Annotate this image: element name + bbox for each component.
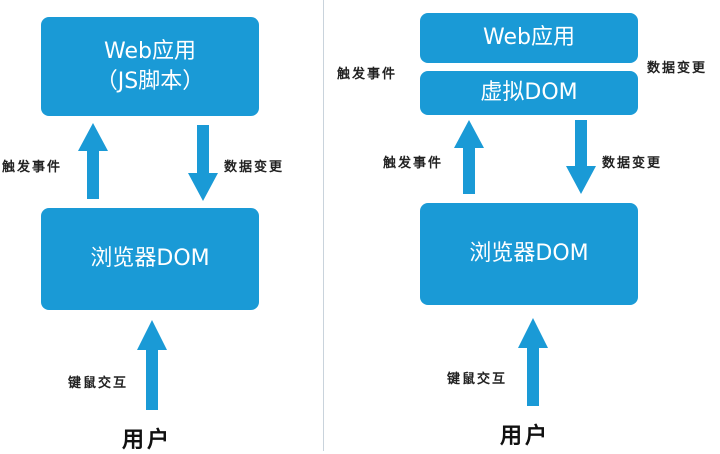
right-browser-dom-box: 浏览器DOM [420, 203, 638, 305]
left-trigger-event-arrow [78, 123, 108, 199]
right-trigger-event-label: 触发事件 [383, 156, 444, 171]
right-virtual-dom-label: 虚拟DOM [480, 80, 578, 105]
left-data-change-arrow [188, 125, 218, 201]
right-trigger-event-arrow [454, 120, 484, 194]
right-web-app-label: Web应用 [483, 25, 575, 50]
right-browser-dom-label: 浏览器DOM [469, 241, 589, 266]
panel-divider [323, 0, 324, 451]
left-browser-dom-label: 浏览器DOM [90, 246, 210, 271]
left-user-arrow [137, 320, 167, 410]
right-web-app-box: Web应用 [420, 13, 638, 63]
right-virtual-dom-box: 虚拟DOM [420, 71, 638, 115]
right-mouse-keyboard-label: 键鼠交互 [447, 372, 508, 387]
right-data-change-arrow [566, 120, 596, 194]
right-user-label: 用户 [500, 423, 551, 449]
right-trigger-event-top-label: 触发事件 [337, 67, 398, 82]
left-web-app-title: Web应用 [104, 38, 196, 64]
right-data-change-label: 数据变更 [602, 156, 663, 171]
left-user-label: 用户 [122, 427, 173, 453]
left-web-app-subtitle: （JS脚本） [95, 68, 205, 94]
right-user-arrow [518, 318, 548, 406]
left-mouse-keyboard-label: 键鼠交互 [68, 376, 129, 391]
left-data-change-label: 数据变更 [224, 160, 285, 175]
left-web-app-box: Web应用 （JS脚本） [41, 17, 259, 116]
right-data-change-top-label: 数据变更 [647, 61, 708, 76]
left-browser-dom-box: 浏览器DOM [41, 208, 259, 310]
left-trigger-event-label: 触发事件 [2, 160, 63, 175]
